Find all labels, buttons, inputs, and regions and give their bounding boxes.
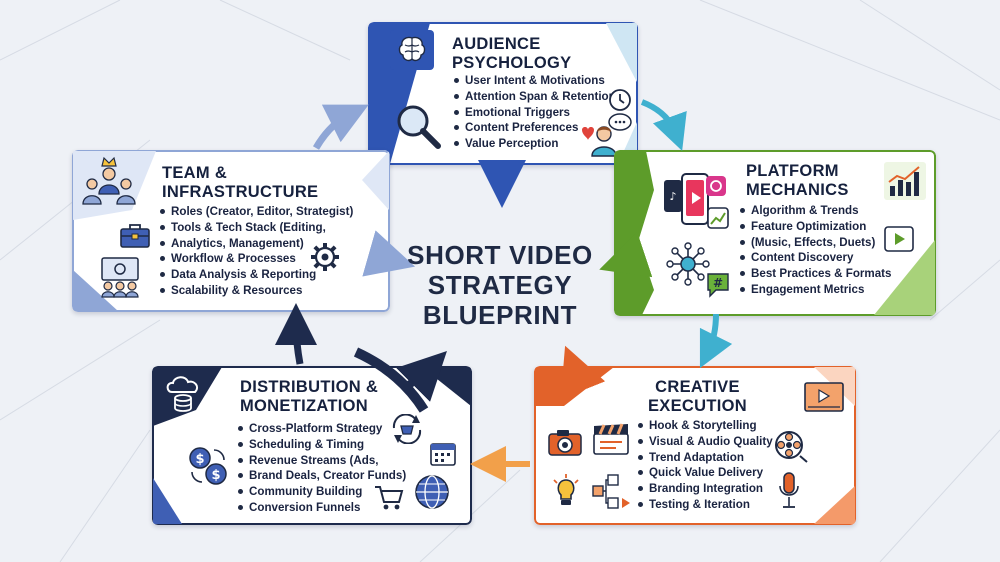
list-item: Analytics, Management) xyxy=(160,236,353,252)
clock-icon xyxy=(609,89,631,111)
currency-exchange-icon: $ $ xyxy=(189,447,227,485)
list-item: (Music, Effects, Duets) xyxy=(740,235,891,251)
list-item: Content Discovery xyxy=(740,250,891,266)
distribution-monetization-card: DISTRIBUTION &MONETIZATION Cross-Platfor… xyxy=(152,366,472,525)
brain-icon xyxy=(390,30,434,70)
cloud-database-icon xyxy=(166,376,198,412)
team-title: TEAM &INFRASTRUCTURE xyxy=(162,164,319,201)
network-icon xyxy=(666,242,710,286)
calendar-icon xyxy=(430,443,456,466)
blueprint-title: SHORT VIDEO STRATEGY BLUEPRINT xyxy=(380,240,620,330)
distribution-list: Cross-Platform Strategy Scheduling & Tim… xyxy=(238,421,406,516)
growth-chart-icon xyxy=(884,162,926,200)
list-item: Branding Integration xyxy=(638,481,773,497)
blueprint-title-line-1: SHORT VIDEO xyxy=(407,240,593,270)
list-item: Cross-Platform Strategy xyxy=(238,421,406,437)
team-list: Roles (Creator, Editor, Strategist) Tool… xyxy=(160,204,353,299)
list-item: Trend Adaptation xyxy=(638,450,773,466)
list-item: User Intent & Motivations xyxy=(454,73,616,89)
svg-text:$: $ xyxy=(195,452,204,467)
list-item: Hook & Storytelling xyxy=(638,418,773,434)
play-card-icon xyxy=(884,226,914,252)
list-item: Data Analysis & Reporting xyxy=(160,267,353,283)
list-item: Emotional Triggers xyxy=(454,105,616,121)
list-item: Scheduling & Timing xyxy=(238,437,406,453)
svg-text:♪: ♪ xyxy=(669,190,676,203)
audience-list: User Intent & Motivations Attention Span… xyxy=(454,73,616,152)
globe-people-icon xyxy=(415,475,449,509)
list-item: Conversion Funnels xyxy=(238,500,406,516)
list-item: Content Preferences xyxy=(454,120,616,136)
person-chat-icon xyxy=(582,113,632,157)
list-item: Feature Optimization xyxy=(740,219,891,235)
toolbox-icon xyxy=(120,224,150,248)
team-infrastructure-card: TEAM &INFRASTRUCTURE Roles (Creator, Edi… xyxy=(72,150,390,312)
list-item: Algorithm & Trends xyxy=(740,203,891,219)
svg-text:#: # xyxy=(713,276,723,290)
gear-icon xyxy=(311,243,339,271)
platform-list: Algorithm & Trends Feature Optimization … xyxy=(740,203,891,298)
presentation-icon xyxy=(101,257,139,298)
lightbulb-icon xyxy=(553,474,579,505)
list-item: Revenue Streams (Ads, xyxy=(238,453,406,469)
list-item: Workflow & Processes xyxy=(160,251,353,267)
team-crown-icon xyxy=(82,156,136,205)
creative-list: Hook & Storytelling Visual & Audio Quali… xyxy=(638,418,773,513)
flowchart-icon xyxy=(592,474,630,509)
hashtag-icon: # xyxy=(707,273,729,298)
list-item: Tools & Tech Stack (Editing, xyxy=(160,220,353,236)
cart-icon xyxy=(375,486,404,510)
list-item: Community Building xyxy=(238,484,406,500)
distribution-title: DISTRIBUTION &MONETIZATION xyxy=(240,378,379,415)
microphone-icon xyxy=(779,472,799,508)
magnifier-icon xyxy=(397,105,441,149)
blueprint-title-line-2: STRATEGY xyxy=(427,270,573,300)
phone-apps-icon: ♪ xyxy=(664,173,729,229)
film-reel-icon xyxy=(775,431,808,463)
list-item: Testing & Iteration xyxy=(638,497,773,513)
svg-text:$: $ xyxy=(211,468,220,483)
sync-basket-icon xyxy=(392,414,422,444)
list-item: Visual & Audio Quality xyxy=(638,434,773,450)
list-item: Engagement Metrics xyxy=(740,282,891,298)
list-item: Best Practices & Formats xyxy=(740,266,891,282)
list-item: Roles (Creator, Editor, Strategist) xyxy=(160,204,353,220)
video-player-icon xyxy=(804,382,844,412)
clapperboard-icon xyxy=(593,423,629,455)
list-item: Attention Span & Retention xyxy=(454,89,616,105)
list-item: Scalability & Resources xyxy=(160,283,353,299)
list-item: Brand Deals, Creator Funds) xyxy=(238,468,406,484)
list-item: Value Perception xyxy=(454,136,616,152)
camera-icon xyxy=(548,430,582,456)
blueprint-title-line-3: BLUEPRINT xyxy=(422,300,578,330)
list-item: Quick Value Delivery xyxy=(638,465,773,481)
